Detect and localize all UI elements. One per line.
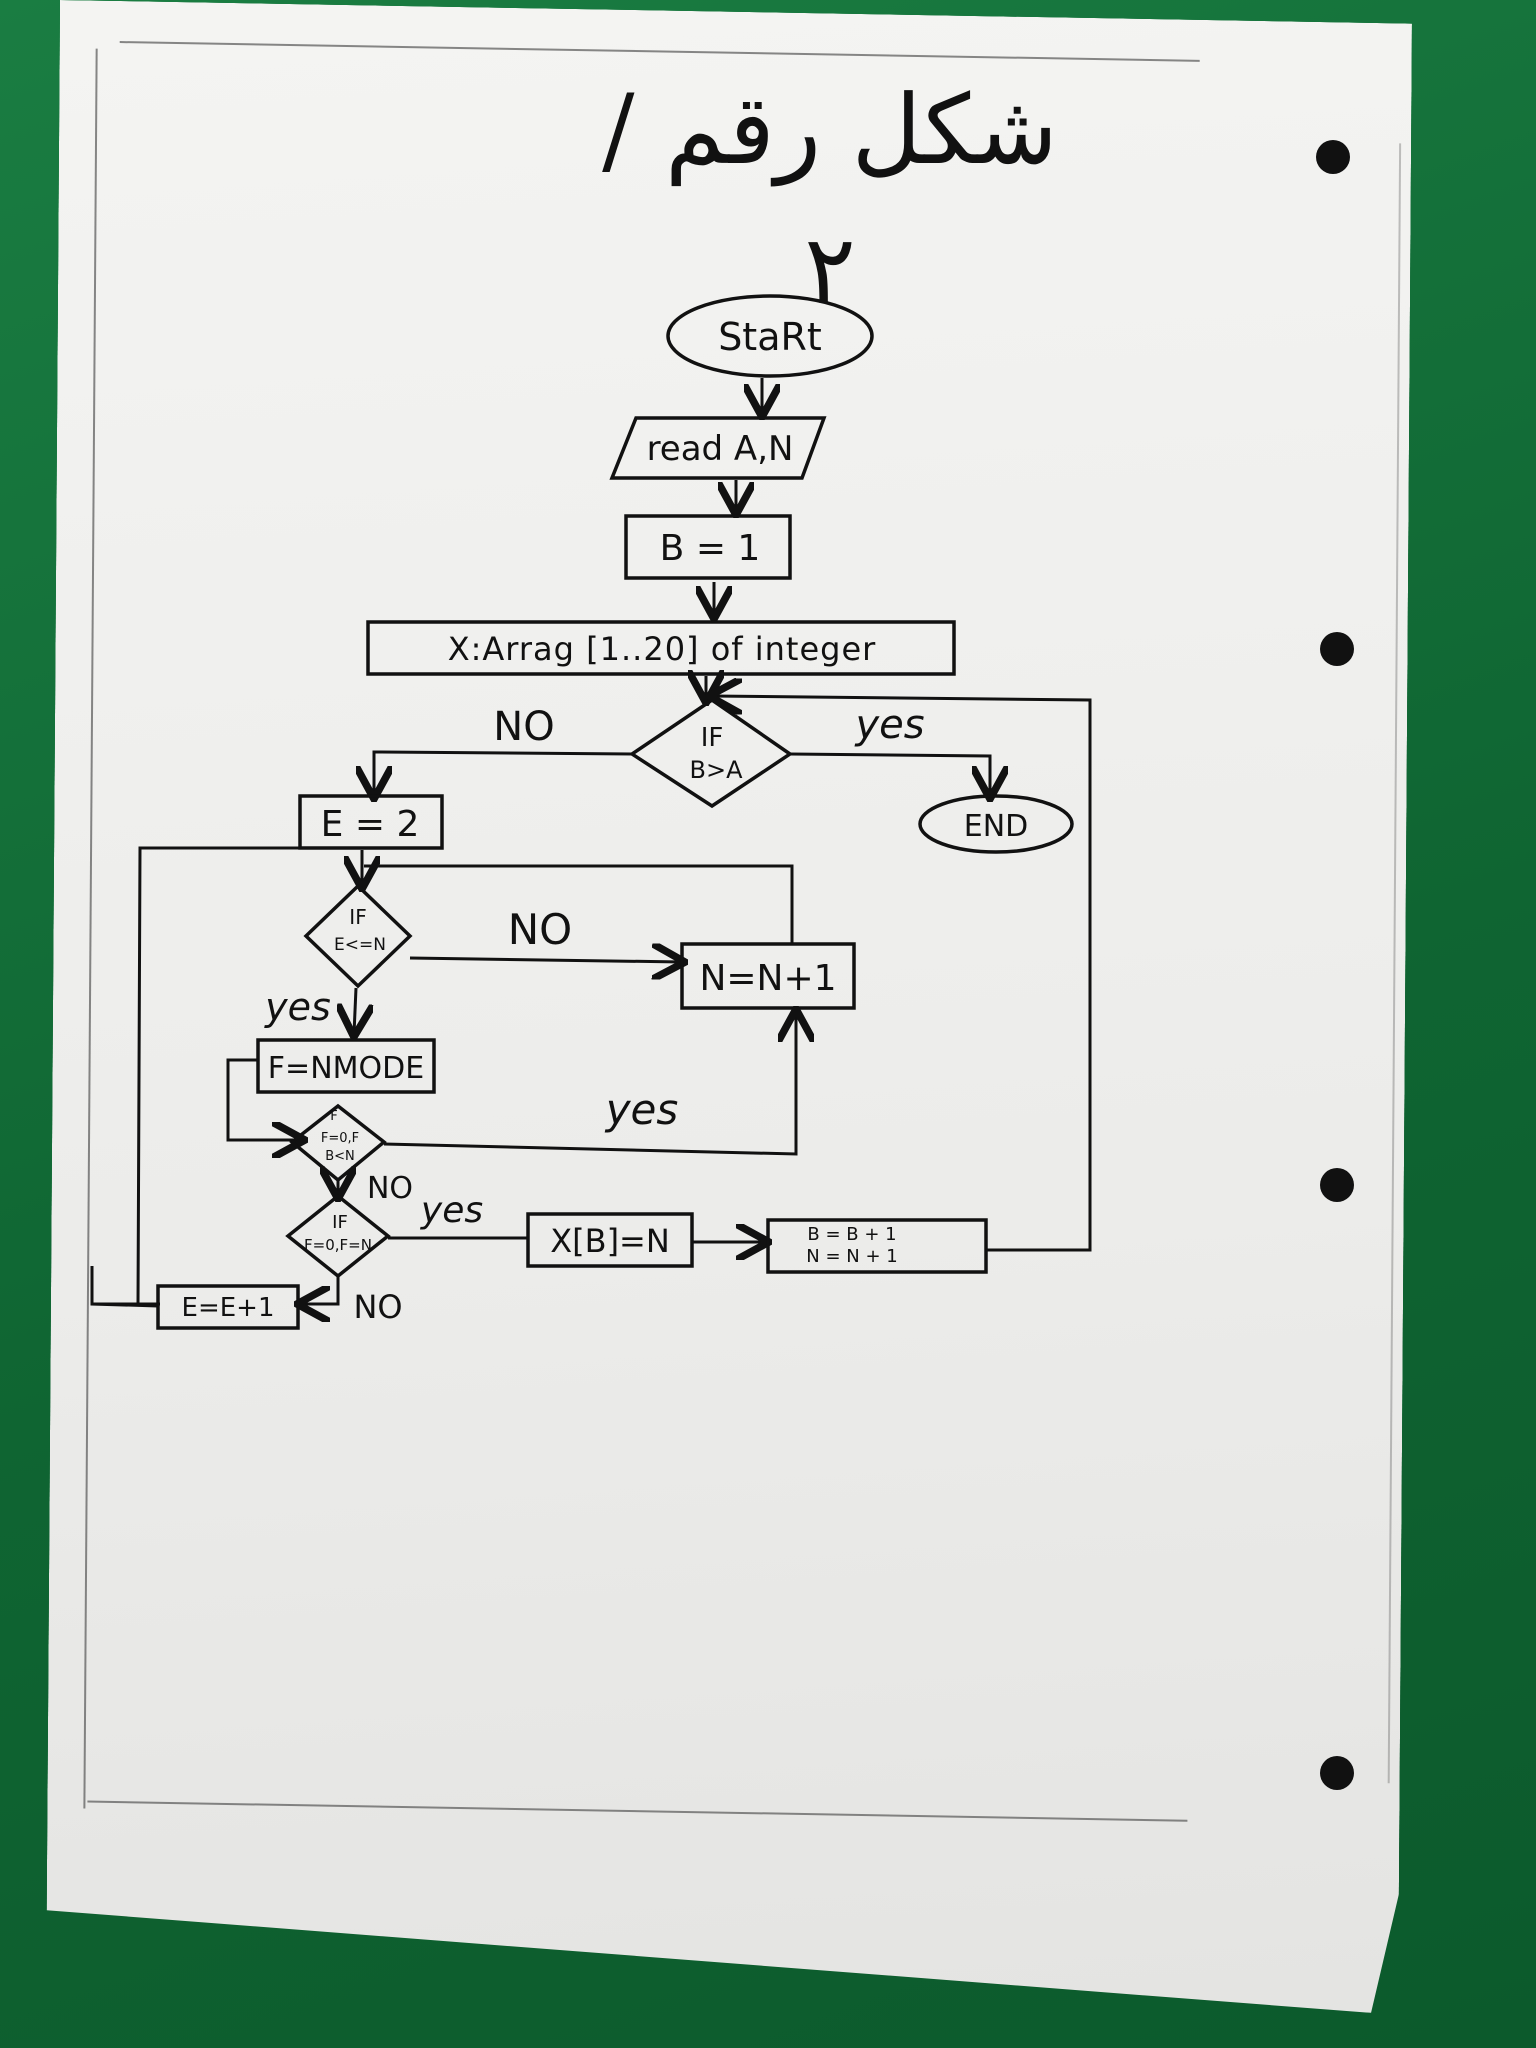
binder-hole: [1320, 1756, 1354, 1790]
edge-binc-return: [712, 696, 1092, 1252]
edge-ifF-yes-ninc: [383, 1012, 796, 1156]
e-inc-label: E=E+1: [182, 1293, 275, 1323]
n-inc-box: [680, 942, 856, 1010]
e-init-box: [298, 794, 444, 850]
decision-f-zero-b-label-1: IF: [332, 1212, 348, 1233]
edge-ifba-yes-end: [789, 752, 990, 796]
label-ifFb-no: NO: [353, 1288, 402, 1326]
decision-f-zero-label-1: F: [330, 1109, 337, 1124]
binder-hole: [1316, 140, 1350, 174]
e-inc-box: [156, 1284, 300, 1330]
label-ifen-yes: yes: [264, 985, 331, 1029]
edge-loop-return-up: [136, 846, 362, 1305]
read-label: read A,N: [647, 429, 794, 469]
b-n-inc-box: [766, 1218, 988, 1274]
label-ifba-yes: yes: [854, 702, 924, 748]
decision-b-gt-a: [628, 697, 794, 809]
e-init-label: E = 2: [321, 804, 420, 845]
decision-e-le-n-label-2: E<=N: [334, 935, 386, 955]
edge-ifFb-no-einc: [300, 1276, 340, 1304]
edge-ifba-no-einit: [374, 750, 633, 796]
binder-hole: [1320, 632, 1354, 666]
decision-f-zero-label-3: B<N: [325, 1149, 355, 1164]
x-assign-label: X[B]=N: [550, 1222, 670, 1260]
edge-loop-return-left: [90, 1266, 160, 1306]
end-label: END: [964, 809, 1029, 844]
b-init-box: [624, 514, 792, 580]
decision-f-zero-label-2: F=0,F: [321, 1131, 359, 1146]
figure-title: شكل رقم / ٢: [602, 74, 1058, 326]
start-terminal: [666, 294, 874, 378]
edge-ifen-yes-fmod: [354, 987, 356, 1034]
label-ifen-no: NO: [508, 905, 572, 954]
decision-e-le-n: [303, 883, 413, 989]
array-decl-label: X:Arrag [1..20] of integer: [448, 630, 877, 668]
edge-ninc-return: [364, 864, 794, 944]
b-n-inc-label-1: B = B + 1: [807, 1224, 896, 1245]
binder-hole: [1320, 1168, 1354, 1202]
b-init-label: B = 1: [660, 528, 761, 569]
label-ifF-yes: yes: [604, 1085, 679, 1134]
read-input-box: [609, 416, 827, 480]
array-decl-box: [366, 620, 956, 676]
decision-b-gt-a-label-1: IF: [701, 723, 724, 753]
n-inc-label: N=N+1: [699, 958, 836, 999]
f-mod-label: F=NMODE: [268, 1051, 424, 1086]
edge-ifen-no-ninc: [409, 958, 682, 962]
decision-b-gt-a-label-2: B>A: [690, 756, 744, 784]
edge-fmod-ifF: [226, 1058, 302, 1140]
x-assign-box: [526, 1212, 694, 1268]
label-ifFb-yes: yes: [420, 1190, 483, 1231]
start-label: StaRt: [718, 315, 822, 359]
label-ifba-no: NO: [493, 704, 554, 750]
edge-einc-loop: [90, 1268, 159, 1308]
label-ifF-no: NO: [367, 1171, 413, 1206]
decision-f-zero-b-label-2: F=0,F=N: [304, 1236, 372, 1254]
end-terminal: [918, 794, 1074, 854]
f-mod-box: [256, 1038, 436, 1094]
b-n-inc-label-2: N = N + 1: [806, 1246, 897, 1267]
decision-e-le-n-label-1: IF: [349, 905, 366, 929]
